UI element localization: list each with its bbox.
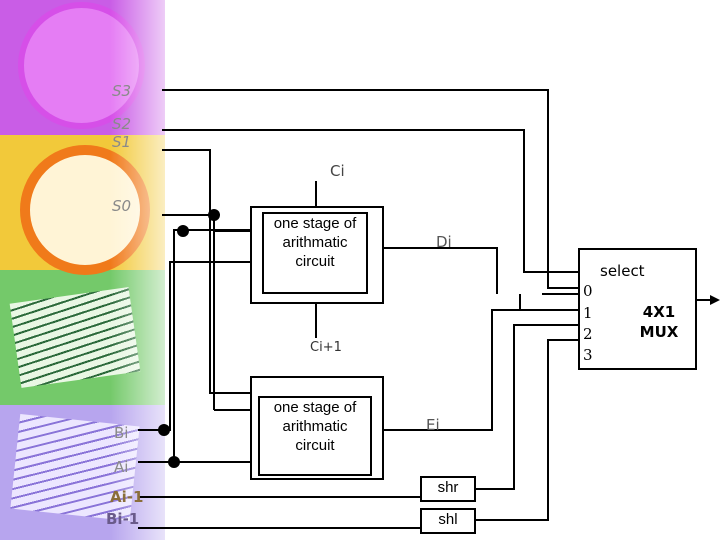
logic-stage-label: one stage of arithmatic circuit — [273, 399, 357, 454]
wire-shr — [474, 324, 578, 490]
wire-s3 — [162, 89, 578, 289]
label-bi: Bi — [114, 424, 129, 442]
mux-block — [578, 248, 697, 370]
junction-s0 — [208, 209, 220, 221]
label-di: Di — [436, 233, 452, 251]
wire-bi — [138, 261, 252, 431]
label-ci-plus-1: Ci+1 — [310, 340, 342, 355]
label-s0: S0 — [112, 197, 132, 215]
mux-name-label: 4X1 MUX — [639, 303, 679, 341]
logic-stage-block: one stage of arithmatic circuit — [258, 396, 372, 476]
label-s3: S3 — [112, 82, 132, 100]
wire-di — [382, 247, 498, 294]
mux-input-0: 0 — [583, 282, 593, 300]
label-bi-minus-1: Bi-1 — [106, 510, 140, 528]
junction-ai — [168, 456, 180, 468]
mux-input-3: 3 — [583, 346, 593, 364]
label-ai: Ai — [114, 458, 129, 476]
mux-select-label: select — [600, 262, 645, 280]
output-arrowhead — [710, 295, 720, 305]
junction-bi-lower — [158, 424, 170, 436]
mux-input-2: 2 — [583, 325, 593, 343]
shr-block: shr — [420, 476, 476, 502]
label-ai-minus-1: Ai-1 — [110, 488, 144, 506]
label-ei: Ei — [426, 416, 440, 434]
label-s2: S2 — [112, 115, 132, 133]
wire-s1 — [162, 149, 252, 394]
junction-bi — [177, 225, 189, 237]
mux-input-1: 1 — [583, 304, 593, 322]
arith-stage-label: one stage of arithmatic circuit — [273, 215, 357, 270]
shl-block: shl — [420, 508, 476, 534]
wire-shl — [474, 339, 578, 521]
label-ci: Ci — [330, 162, 345, 180]
arith-stage-block: one stage of arithmatic circuit — [262, 212, 368, 294]
wire-ai — [138, 229, 252, 463]
label-s1: S1 — [112, 133, 132, 151]
wire-s0 — [162, 214, 252, 232]
wire-ei — [382, 309, 578, 431]
